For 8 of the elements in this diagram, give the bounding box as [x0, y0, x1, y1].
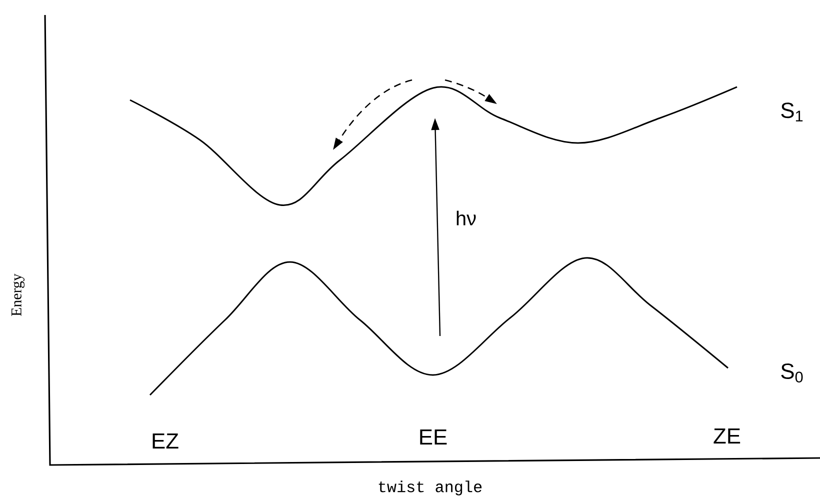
isomer-label: ZE	[714, 428, 740, 444]
axis-title: Energy	[12, 274, 24, 316]
photon-label: hν	[456, 210, 476, 226]
state-label: S$_{1}$	[781, 102, 803, 122]
isomer-label: EE	[420, 429, 447, 445]
isomer-label: EZ	[152, 433, 178, 449]
state-label: S$_{0}$	[781, 363, 803, 383]
axis-title: twist angle	[378, 480, 482, 496]
